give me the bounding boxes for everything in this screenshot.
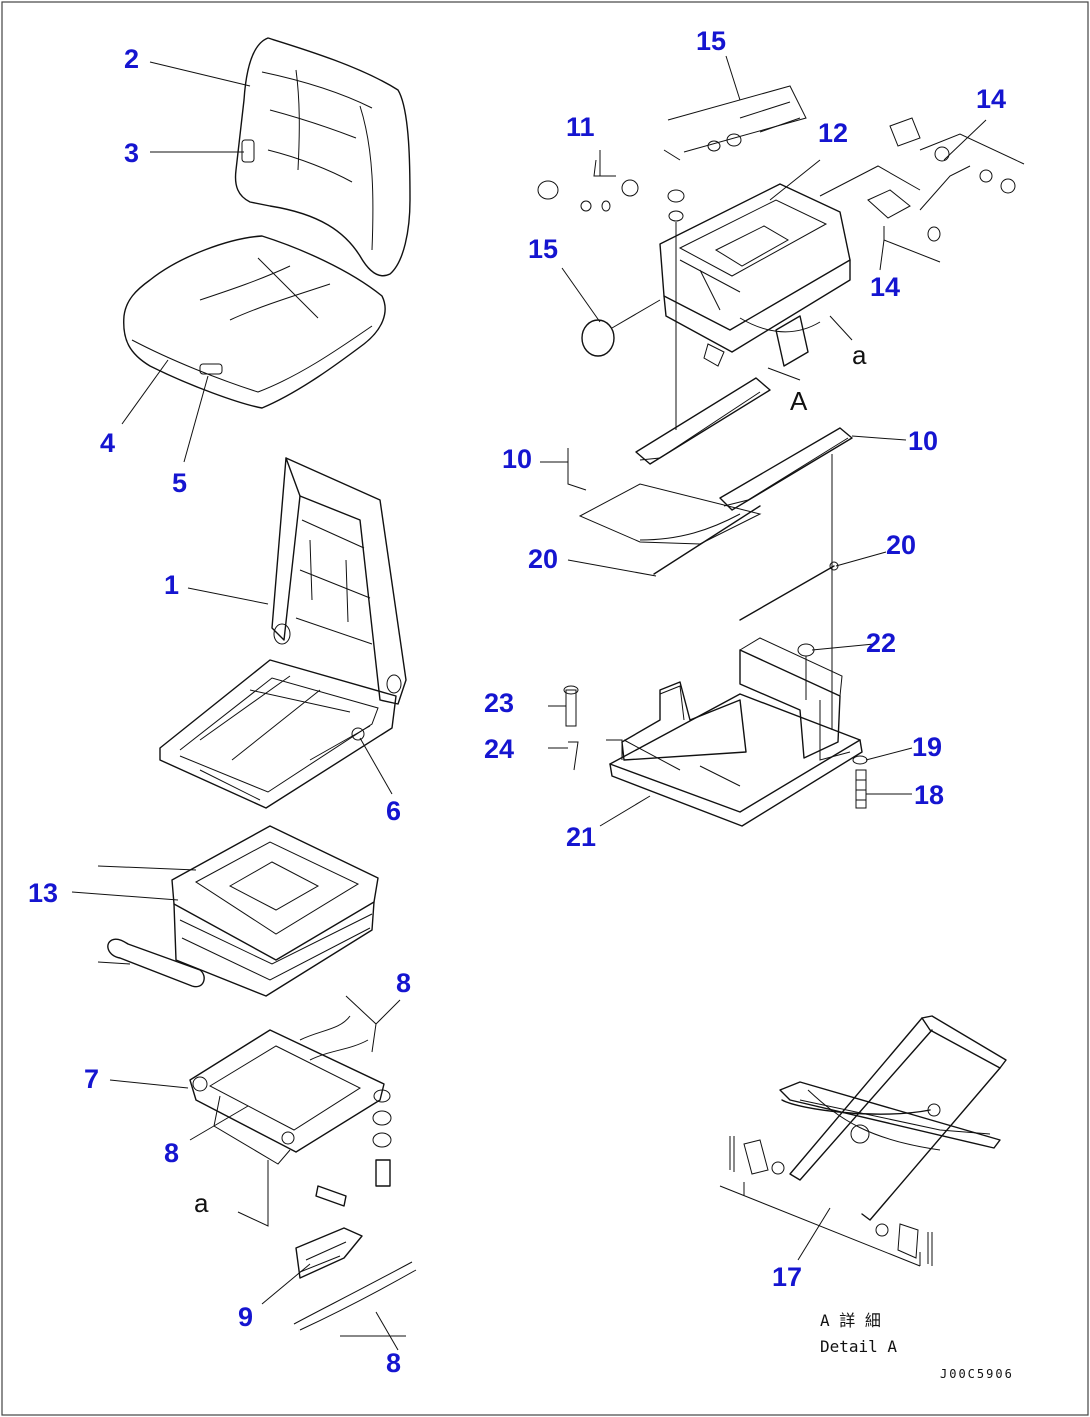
leader-lines (71, 55, 987, 1351)
callout-4: 4 (100, 428, 115, 458)
seat-back-cushion (234, 37, 411, 277)
callout-1: 1 (164, 570, 179, 600)
spring-detail-a (775, 315, 809, 367)
callout-20-left: 20 (528, 544, 558, 574)
hardware-group-15 (663, 85, 807, 161)
callout-14-bottom: 14 (870, 272, 900, 302)
callout-15-knob: 15 (528, 234, 558, 264)
callout-14-top: 14 (976, 84, 1006, 114)
frame-bolt (351, 727, 365, 741)
detail-caption-english: Detail A (820, 1337, 897, 1356)
callout-11: 11 (566, 112, 595, 142)
callout-5: 5 (172, 468, 187, 498)
callout-15-top: 15 (696, 26, 726, 56)
callout-20-right: 20 (886, 530, 916, 560)
detail-caption-japanese: A 詳 細 (820, 1311, 881, 1330)
callout-8-upper: 8 (396, 968, 411, 998)
slide-rails (567, 377, 853, 545)
rods (653, 505, 839, 621)
recline-lever-slot (241, 139, 255, 163)
adjust-lever-slot (199, 363, 223, 375)
callout-10-right: 10 (908, 426, 938, 456)
callout-17: 17 (772, 1262, 802, 1292)
base-bracket (609, 454, 863, 827)
slide-rail-base (189, 1015, 392, 1227)
callout-18: 18 (914, 780, 944, 810)
reference-a-lower: a (194, 1188, 209, 1218)
reference-a-upper: a (852, 340, 867, 370)
callout-10-left: 10 (502, 444, 532, 474)
callout-24: 24 (484, 734, 514, 764)
seat-cushion (123, 235, 386, 409)
callout-22: 22 (866, 628, 896, 658)
adjust-knob (581, 319, 615, 357)
callout-12: 12 (818, 118, 848, 148)
callout-8-lower: 8 (386, 1348, 401, 1378)
mounting-bolt (375, 1159, 391, 1187)
callout-23: 23 (484, 688, 514, 718)
callout-19: 19 (912, 732, 942, 762)
suspension-upper-assembly (581, 183, 851, 430)
base-fasteners (563, 685, 868, 809)
callout-2: 2 (124, 44, 139, 74)
callout-8-middle: 8 (164, 1138, 179, 1168)
mounting-bolt-horizontal (315, 1185, 347, 1207)
callout-9: 9 (238, 1302, 253, 1332)
suspension-bellows (107, 825, 379, 997)
callout-6: 6 (386, 796, 401, 826)
view-a-marker: A (790, 386, 808, 416)
lever-handle (107, 938, 205, 988)
rail-lock (293, 1227, 417, 1331)
seat-frame (159, 457, 407, 809)
hardware-group-11 (537, 179, 639, 212)
detail-a-scissor-linkage (719, 1015, 1007, 1267)
callout-21: 21 (566, 822, 596, 852)
callout-13: 13 (28, 878, 58, 908)
callout-3: 3 (124, 138, 139, 168)
drawing-code: J00C5906 (940, 1367, 1014, 1381)
hardware-group-14 (819, 117, 1025, 263)
callout-7: 7 (84, 1064, 99, 1094)
